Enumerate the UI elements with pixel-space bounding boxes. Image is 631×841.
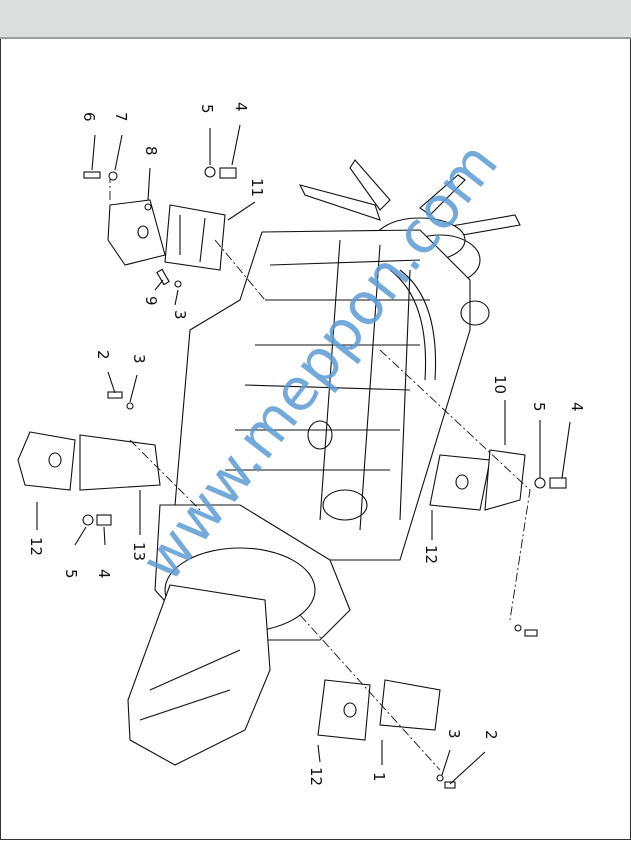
callout: 3 — [130, 354, 148, 364]
callouts: 6 7 8 5 4 11 9 3 2 3 10 5 4 12 12 5 4 13… — [27, 102, 586, 786]
callout: 12 — [27, 537, 45, 556]
callout: 13 — [130, 542, 148, 561]
callout: 4 — [232, 102, 250, 112]
flywheel-housing — [127, 504, 351, 766]
callout: 4 — [568, 402, 586, 412]
callout: 12 — [307, 767, 325, 786]
callout: 12 — [422, 545, 440, 564]
callout: 10 — [491, 375, 509, 394]
callout: 2 — [94, 350, 112, 360]
callout: 3 — [171, 310, 189, 320]
callout: 4 — [95, 569, 113, 579]
engine-block — [174, 229, 490, 561]
callout: 6 — [80, 112, 98, 122]
header-bar — [0, 0, 631, 39]
bolts — [82, 166, 567, 789]
callout: 2 — [482, 730, 500, 740]
mount-brackets — [17, 199, 526, 741]
callout: 5 — [62, 569, 80, 579]
leader-lines — [36, 124, 571, 785]
center-lines — [109, 178, 531, 771]
callout: 3 — [445, 729, 463, 739]
callout: 1 — [370, 772, 388, 782]
callout: 9 — [142, 296, 160, 306]
callout: 5 — [198, 104, 216, 114]
callout: 8 — [142, 146, 160, 156]
callout: 11 — [248, 178, 266, 197]
callout: 7 — [112, 112, 130, 122]
callout: 5 — [530, 402, 548, 412]
